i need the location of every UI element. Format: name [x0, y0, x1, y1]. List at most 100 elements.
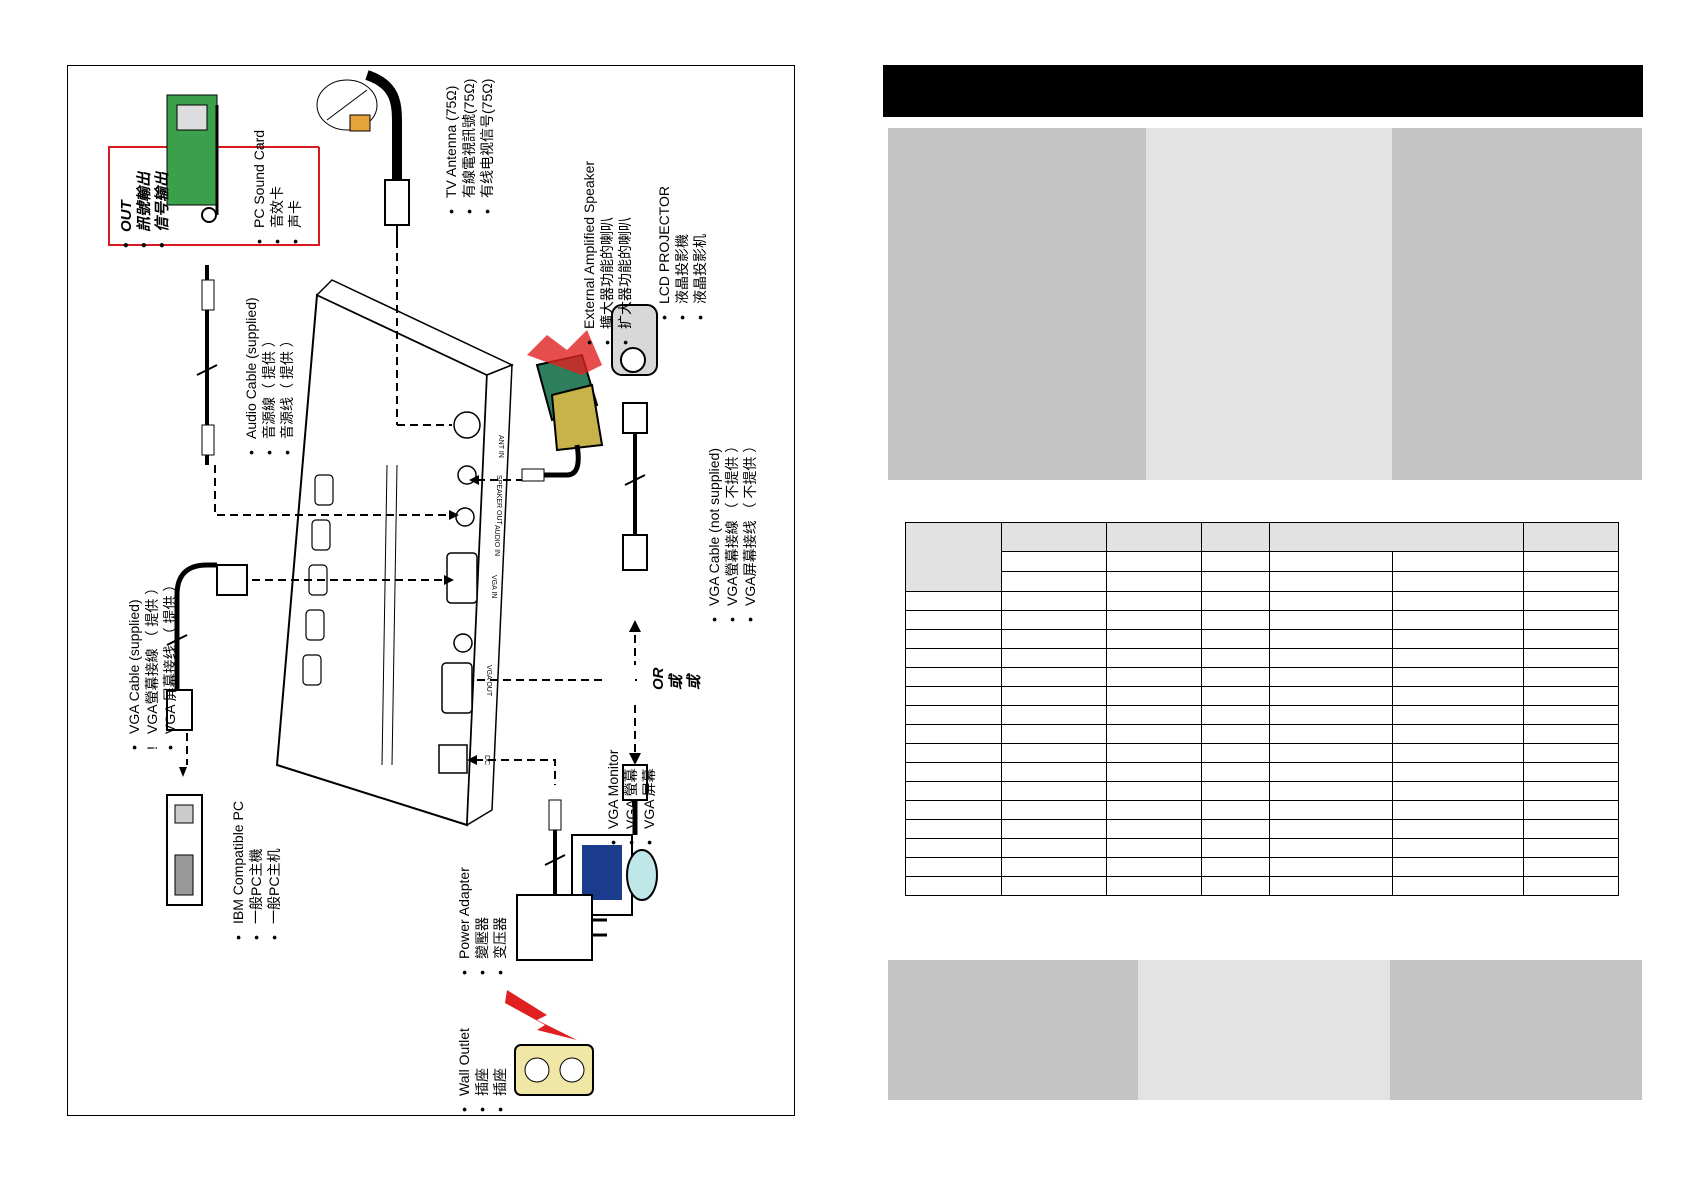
table-cell	[1523, 686, 1619, 706]
table-cell	[905, 838, 1002, 858]
table-cell	[1523, 724, 1619, 744]
power-dash-line	[475, 759, 556, 785]
port-label-audio-in: AUDIO IN	[493, 525, 500, 556]
table-cell	[1106, 876, 1202, 896]
table-header-cell	[1201, 522, 1270, 552]
table-cell	[905, 800, 1002, 820]
table-cell	[1001, 743, 1107, 763]
table-cell	[1523, 857, 1619, 877]
table-cell	[1201, 705, 1270, 725]
table-cell	[1269, 705, 1393, 725]
table-row	[905, 857, 1619, 877]
table-cell	[1392, 743, 1524, 763]
table-cell	[905, 667, 1002, 687]
table-cell	[905, 743, 1002, 763]
vga-monitor-label: VGA Monitor VGA 螢幕 VGA 屏幕	[604, 750, 658, 845]
table-cell	[1201, 876, 1270, 896]
table-cell	[1001, 724, 1107, 744]
table-row	[905, 705, 1619, 725]
lightning-icon	[505, 990, 577, 1040]
top-panel-left	[888, 128, 1146, 480]
table-cell	[905, 762, 1002, 782]
table-cell	[1523, 762, 1619, 782]
table-row	[905, 724, 1619, 744]
table-cell	[1392, 762, 1524, 782]
page-header-bar	[883, 65, 1643, 117]
table-cell	[1269, 800, 1393, 820]
table-cell	[1201, 838, 1270, 858]
table-cell	[1001, 819, 1107, 839]
port-label-vga-in: VGA IN	[490, 575, 497, 598]
table-cell	[1201, 762, 1270, 782]
vga-cable-not-supplied-label: VGA Cable (not supplied) VGA螢幕接線 （ 不提供 ）…	[705, 439, 759, 622]
port-label-dc: DC	[483, 755, 490, 765]
table-cell	[1269, 838, 1393, 858]
table-row	[905, 800, 1619, 820]
tv-antenna-label: TV Antenna (75Ω) 有線電視訊號(75Ω) 有线电视信号(75Ω)	[442, 79, 496, 214]
table-cell	[1523, 876, 1619, 896]
table-cell	[1269, 762, 1393, 782]
table-cell	[1523, 591, 1619, 611]
speaker-label: External Amplified Speaker 擴大器功能的喇叭 扩大器功…	[580, 161, 634, 345]
table-cell	[1269, 648, 1393, 668]
table-cell	[1106, 838, 1202, 858]
table-cell	[1106, 629, 1202, 649]
or-label: OR 或 或	[650, 667, 703, 691]
table-cell	[905, 591, 1002, 611]
vga-cable-not-supplied	[622, 402, 648, 571]
table-cell	[1001, 876, 1107, 896]
table-cell	[1269, 667, 1393, 687]
table-cell	[1106, 705, 1202, 725]
wall-outlet-icon	[514, 1044, 594, 1096]
table-cell	[1392, 648, 1524, 668]
table-cell	[1106, 648, 1202, 668]
top-panel-right	[1392, 128, 1642, 480]
table-header-cell	[1001, 522, 1107, 552]
table-cell	[1201, 648, 1270, 668]
table-cell	[1523, 781, 1619, 801]
table-cell	[1523, 743, 1619, 763]
table-cell	[1106, 800, 1202, 820]
table-cell	[1523, 838, 1619, 858]
table-cell	[1201, 629, 1270, 649]
bottom-panel-right	[1390, 960, 1642, 1100]
port-label-speaker-out: SPEAKER OUT	[495, 475, 502, 526]
table-cell	[905, 781, 1002, 801]
table-cell	[1001, 629, 1107, 649]
table-cell	[1201, 743, 1270, 763]
table-cell	[905, 629, 1002, 649]
table-cell	[1106, 610, 1202, 630]
table-cell	[1269, 591, 1393, 611]
table-cell	[1269, 781, 1393, 801]
table-cell	[1201, 610, 1270, 630]
table-cell	[1201, 819, 1270, 839]
table-subheader-row	[906, 551, 1619, 572]
table-cell	[1001, 667, 1107, 687]
table-cell	[905, 724, 1002, 744]
table-row	[905, 838, 1619, 858]
table-cell	[1269, 819, 1393, 839]
table-cell	[1392, 724, 1524, 744]
bottom-panel-left	[888, 960, 1138, 1100]
table-cell	[1106, 591, 1202, 611]
table-cell	[1106, 857, 1202, 877]
power-adapter-icon	[516, 799, 607, 961]
table-cell	[905, 648, 1002, 668]
table-cell	[1392, 857, 1524, 877]
spec-table	[905, 522, 1619, 896]
table-row	[905, 743, 1619, 763]
table-cell	[1269, 629, 1393, 649]
top-panel-middle	[1146, 128, 1392, 480]
table-cell	[1269, 724, 1393, 744]
table-row	[905, 762, 1619, 782]
table-row	[905, 591, 1619, 611]
table-cell	[1201, 781, 1270, 801]
speaker-icon	[527, 330, 604, 452]
table-cell	[1001, 781, 1107, 801]
table-cell	[1269, 857, 1393, 877]
table-header-cell	[1269, 522, 1524, 552]
table-cell	[1106, 667, 1202, 687]
table-cell	[1392, 819, 1524, 839]
table-row	[905, 781, 1619, 801]
table-row	[905, 648, 1619, 668]
